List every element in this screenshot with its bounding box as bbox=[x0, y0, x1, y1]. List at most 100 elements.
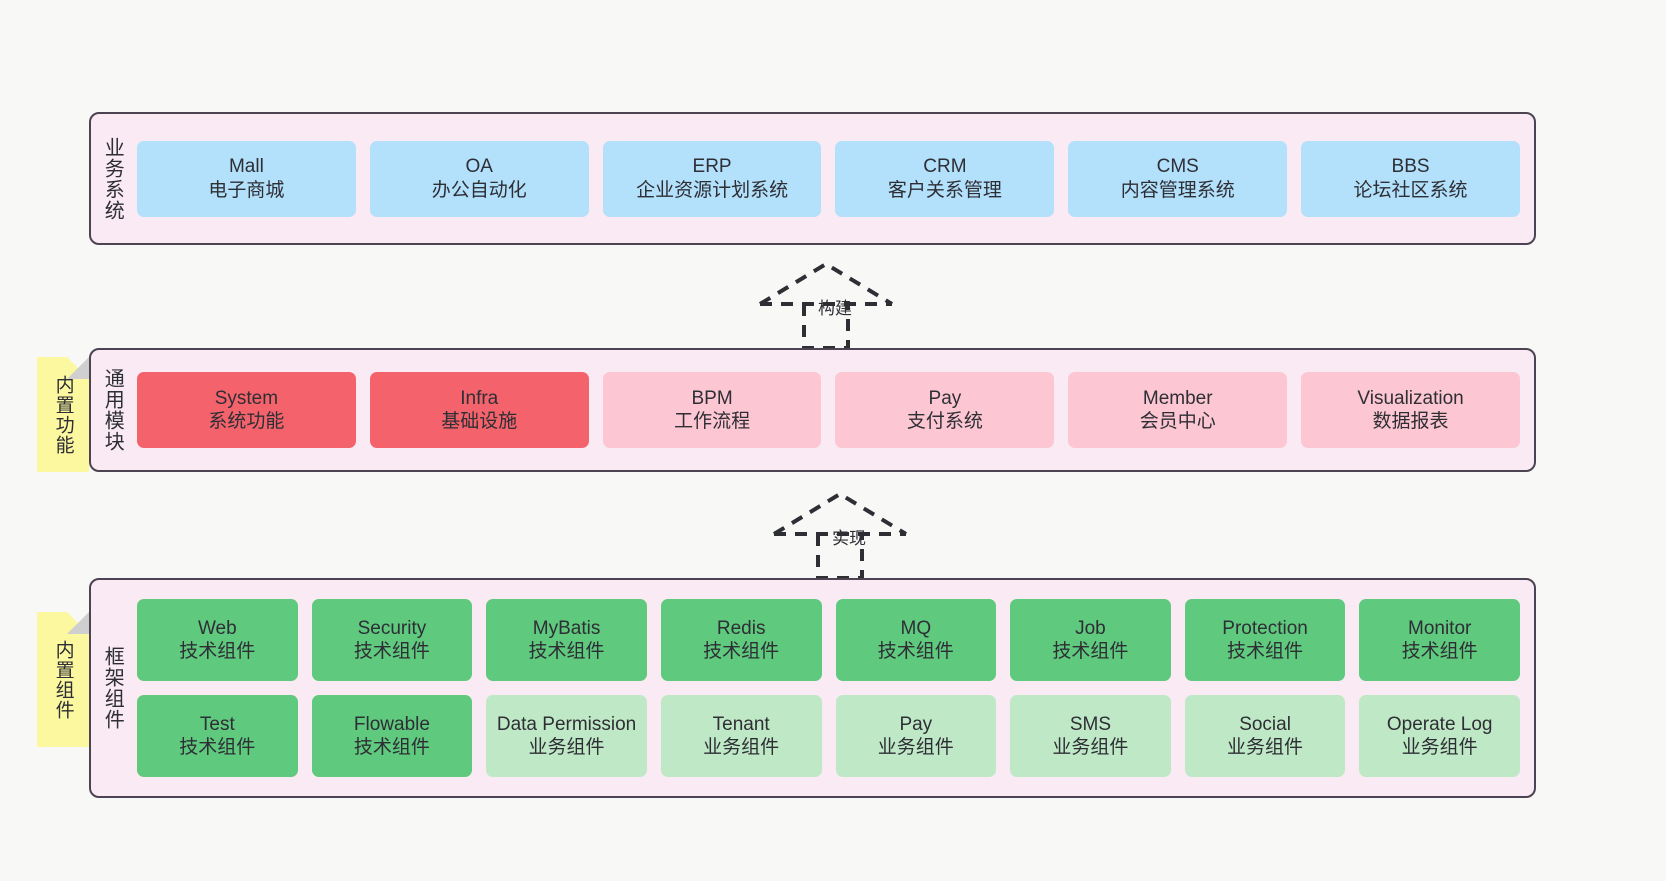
card-bpm[interactable]: BPM 工作流程 bbox=[602, 372, 822, 448]
note-built-in-feature: 内置功能 bbox=[37, 357, 89, 472]
card-subtitle: 支付系统 bbox=[906, 411, 983, 432]
card-visualization[interactable]: Visualization 数据报表 bbox=[1301, 372, 1520, 448]
card-mall[interactable]: Mall 电子商城 bbox=[137, 140, 356, 217]
card-title: Job bbox=[1075, 617, 1106, 639]
card-title: BBS bbox=[1391, 156, 1430, 178]
layer-framework-component: 框架组件 Web 技术组件 Security 技术组件 MyBatis 技术组件… bbox=[89, 578, 1536, 798]
card-test[interactable]: Test 技术组件 bbox=[137, 695, 298, 777]
card-subtitle: 业务组件 bbox=[528, 737, 605, 758]
card-member[interactable]: Member 会员中心 bbox=[1068, 372, 1288, 448]
card-subtitle: 客户关系管理 bbox=[887, 179, 1002, 201]
card-pay[interactable]: Pay 支付系统 bbox=[835, 372, 1055, 448]
card-title: MyBatis bbox=[532, 617, 601, 639]
layer-body-common-module: System 系统功能 Infra 基础设施 BPM 工作流程 Pay 支付系统… bbox=[133, 350, 1534, 470]
layer-title-framework-component: 框架组件 bbox=[101, 646, 124, 730]
note-fold-corner bbox=[67, 357, 89, 379]
note-built-in-component: 内置组件 bbox=[37, 612, 89, 747]
note-fold-corner bbox=[67, 612, 89, 634]
card-subtitle: 业务组件 bbox=[1227, 737, 1304, 758]
card-security[interactable]: Security 技术组件 bbox=[311, 599, 473, 681]
card-social[interactable]: Social 业务组件 bbox=[1184, 695, 1346, 777]
card-subtitle: 技术组件 bbox=[528, 641, 605, 662]
card-infra[interactable]: Infra 基础设施 bbox=[369, 372, 589, 448]
card-title: OA bbox=[465, 156, 493, 178]
card-operate-log[interactable]: Operate Log 业务组件 bbox=[1359, 695, 1520, 777]
card-title: CRM bbox=[923, 156, 967, 178]
card-subtitle: 业务组件 bbox=[703, 737, 780, 758]
card-bbs[interactable]: BBS 论坛社区系统 bbox=[1301, 140, 1520, 217]
card-subtitle: 技术组件 bbox=[1401, 641, 1478, 662]
card-subtitle: 系统功能 bbox=[208, 411, 285, 432]
card-title: Operate Log bbox=[1386, 713, 1493, 735]
card-subtitle: 技术组件 bbox=[877, 641, 954, 662]
arrowhead-left-right-edges bbox=[772, 491, 908, 536]
connector-build-label: 构建 bbox=[818, 299, 852, 318]
card-subtitle: 办公自动化 bbox=[431, 179, 527, 201]
card-subtitle: 业务组件 bbox=[1401, 737, 1478, 758]
card-subtitle: 论坛社区系统 bbox=[1353, 179, 1468, 201]
card-subtitle: 业务组件 bbox=[877, 737, 954, 758]
card-title: Visualization bbox=[1357, 387, 1464, 409]
card-flowable[interactable]: Flowable 技术组件 bbox=[311, 695, 473, 777]
card-title: Pay bbox=[928, 387, 962, 409]
card-title: Social bbox=[1239, 713, 1291, 735]
card-title: Data Permission bbox=[496, 713, 637, 735]
card-title: ERP bbox=[692, 156, 732, 178]
card-title: Security bbox=[357, 617, 427, 639]
card-title: System bbox=[214, 387, 279, 409]
card-mybatis[interactable]: MyBatis 技术组件 bbox=[486, 599, 647, 681]
card-title: CMS bbox=[1156, 156, 1199, 178]
connector-implement: 实现 bbox=[766, 488, 926, 580]
card-title: Test bbox=[199, 713, 235, 735]
card-job[interactable]: Job 技术组件 bbox=[1010, 599, 1171, 681]
card-title: Monitor bbox=[1408, 617, 1472, 639]
card-title: Tenant bbox=[712, 713, 770, 735]
card-subtitle: 工作流程 bbox=[674, 411, 751, 432]
card-title: Redis bbox=[716, 617, 766, 639]
card-subtitle: 电子商城 bbox=[208, 179, 285, 201]
arrowhead-left-right-edges bbox=[758, 261, 894, 306]
framework-row-tech: Web 技术组件 Security 技术组件 MyBatis 技术组件 Redi… bbox=[137, 599, 1520, 681]
card-title: Web bbox=[197, 617, 237, 639]
card-subtitle: 技术组件 bbox=[703, 641, 780, 662]
card-title: SMS bbox=[1069, 713, 1112, 735]
connector-build: 构建 bbox=[752, 258, 912, 350]
card-redis[interactable]: Redis 技术组件 bbox=[660, 599, 822, 681]
card-title: Protection bbox=[1222, 617, 1308, 639]
note-label: 内置组件 bbox=[52, 639, 74, 720]
card-web[interactable]: Web 技术组件 bbox=[137, 599, 298, 681]
layer-business-system: 业务系统 Mall 电子商城 OA 办公自动化 ERP 企业资源计划系统 CRM… bbox=[89, 112, 1536, 245]
card-title: Infra bbox=[460, 387, 499, 409]
card-cms[interactable]: CMS 内容管理系统 bbox=[1068, 140, 1288, 217]
card-mq[interactable]: MQ 技术组件 bbox=[835, 599, 997, 681]
layer-title-common-module: 通用模块 bbox=[101, 368, 124, 452]
layer-common-module: 通用模块 System 系统功能 Infra 基础设施 BPM 工作流程 Pay… bbox=[89, 348, 1536, 472]
card-system[interactable]: System 系统功能 bbox=[137, 372, 356, 448]
card-subtitle: 技术组件 bbox=[353, 641, 430, 662]
card-monitor[interactable]: Monitor 技术组件 bbox=[1359, 599, 1520, 681]
framework-row-business: Test 技术组件 Flowable 技术组件 Data Permission … bbox=[137, 695, 1520, 777]
card-subtitle: 技术组件 bbox=[179, 737, 256, 758]
card-subtitle: 基础设施 bbox=[441, 411, 518, 432]
card-data-permission[interactable]: Data Permission 业务组件 bbox=[486, 695, 647, 777]
card-title: Flowable bbox=[353, 713, 430, 735]
card-subtitle: 技术组件 bbox=[1227, 641, 1304, 662]
card-title: MQ bbox=[900, 617, 932, 639]
card-crm[interactable]: CRM 客户关系管理 bbox=[835, 140, 1055, 217]
card-oa[interactable]: OA 办公自动化 bbox=[369, 140, 589, 217]
layer-title-business-system: 业务系统 bbox=[101, 136, 124, 221]
card-protection[interactable]: Protection 技术组件 bbox=[1184, 599, 1346, 681]
card-pay-business[interactable]: Pay 业务组件 bbox=[835, 695, 997, 777]
card-subtitle: 技术组件 bbox=[353, 737, 430, 758]
card-subtitle: 内容管理系统 bbox=[1120, 179, 1235, 201]
layer-body-framework-component: Web 技术组件 Security 技术组件 MyBatis 技术组件 Redi… bbox=[133, 580, 1534, 796]
card-title: Member bbox=[1142, 387, 1213, 409]
card-tenant[interactable]: Tenant 业务组件 bbox=[660, 695, 822, 777]
card-title: BPM bbox=[691, 387, 733, 409]
layer-body-business-system: Mall 电子商城 OA 办公自动化 ERP 企业资源计划系统 CRM 客户关系… bbox=[133, 114, 1534, 243]
card-erp[interactable]: ERP 企业资源计划系统 bbox=[602, 140, 822, 217]
card-sms[interactable]: SMS 业务组件 bbox=[1010, 695, 1171, 777]
card-title: Mall bbox=[228, 156, 264, 178]
note-label: 内置功能 bbox=[52, 374, 74, 455]
